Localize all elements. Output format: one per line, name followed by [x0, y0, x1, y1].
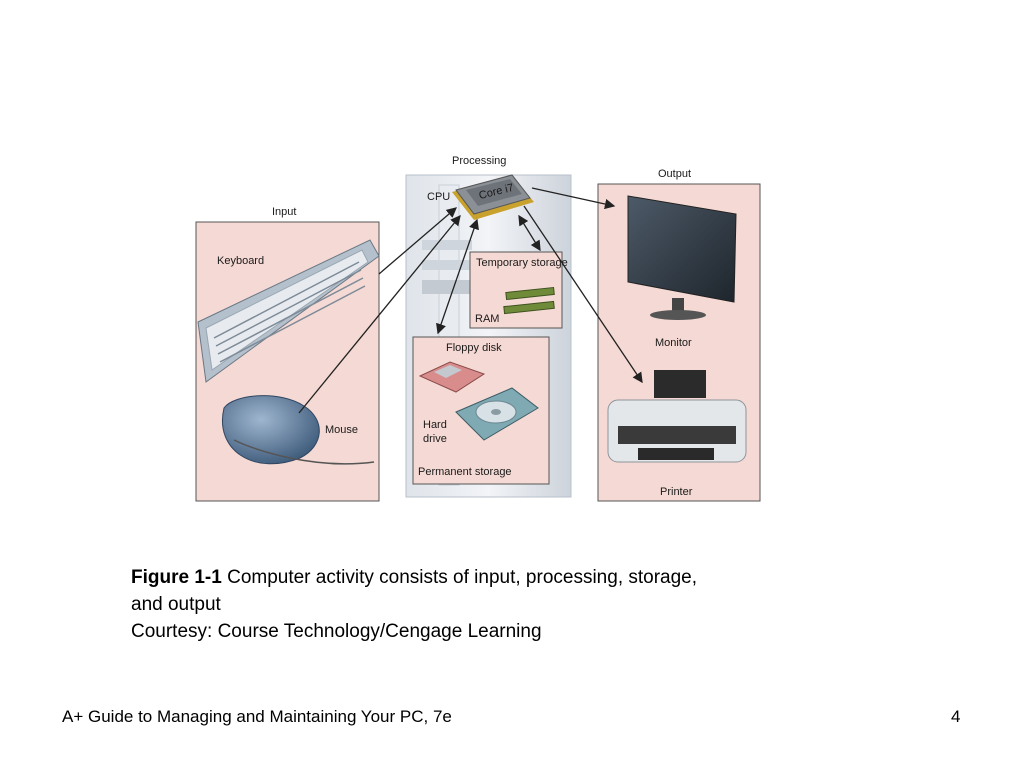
temporary-storage-text: Temporary storage — [476, 257, 568, 269]
arrow-cpu-to-printer — [523, 205, 643, 384]
temporary-storage-label: Temporary storage — [476, 257, 568, 269]
figure-caption: Figure 1-1 Computer activity consists of… — [131, 564, 831, 645]
arrow-cpu-permanent-storage — [436, 218, 479, 335]
ram-label: RAM — [475, 313, 499, 325]
input-label: Input — [272, 206, 296, 218]
caption-text-line1: Computer activity consists of input, pro… — [221, 567, 698, 588]
footer-page-number: 4 — [951, 707, 961, 726]
mouse-icon — [222, 395, 375, 465]
input-panel: Keyboard Mouse — [195, 221, 380, 502]
cpu-chip-icon: Core i7 — [452, 174, 534, 220]
hard-drive-icon — [455, 387, 539, 441]
permanent-storage-panel: Floppy disk Hard drive Permanent storage — [412, 336, 550, 485]
keyboard-icon — [197, 239, 380, 383]
data-flow-arrows — [298, 187, 643, 414]
printer-label: Printer — [660, 486, 693, 498]
arrow-mouse-to-cpu — [298, 214, 461, 414]
figure-number: Figure 1-1 — [131, 567, 222, 588]
processing-label: Processing — [452, 155, 506, 167]
output-panel: Monitor Printer — [597, 183, 761, 502]
caption-text-line2: and output — [131, 594, 221, 615]
monitor-icon — [627, 195, 737, 320]
monitor-label: Monitor — [655, 337, 692, 349]
floppy-disk-icon — [418, 361, 486, 393]
hard-drive-label: Hard drive — [423, 419, 450, 445]
cpu-label: CPU — [427, 191, 450, 203]
hard-drive-label-line1: Hard — [423, 419, 447, 431]
mouse-label: Mouse — [325, 424, 358, 436]
printer-icon — [607, 370, 747, 463]
permanent-storage-label: Permanent storage — [418, 466, 512, 478]
arrow-cpu-ram — [518, 214, 541, 252]
temporary-storage-panel: Temporary storage RAM — [469, 251, 568, 329]
footer-book-title: A+ Guide to Managing and Maintaining You… — [62, 707, 452, 726]
ram-module-icon — [503, 286, 555, 315]
computer-activity-diagram: Processing CPU Core i7 Temporary storage… — [194, 150, 764, 505]
output-label: Output — [658, 168, 691, 180]
caption-courtesy: Courtesy: Course Technology/Cengage Lear… — [131, 621, 542, 642]
floppy-disk-label: Floppy disk — [446, 342, 502, 354]
hard-drive-label-line2: drive — [423, 433, 447, 445]
arrow-cpu-to-monitor — [531, 187, 616, 210]
keyboard-label: Keyboard — [217, 255, 264, 267]
